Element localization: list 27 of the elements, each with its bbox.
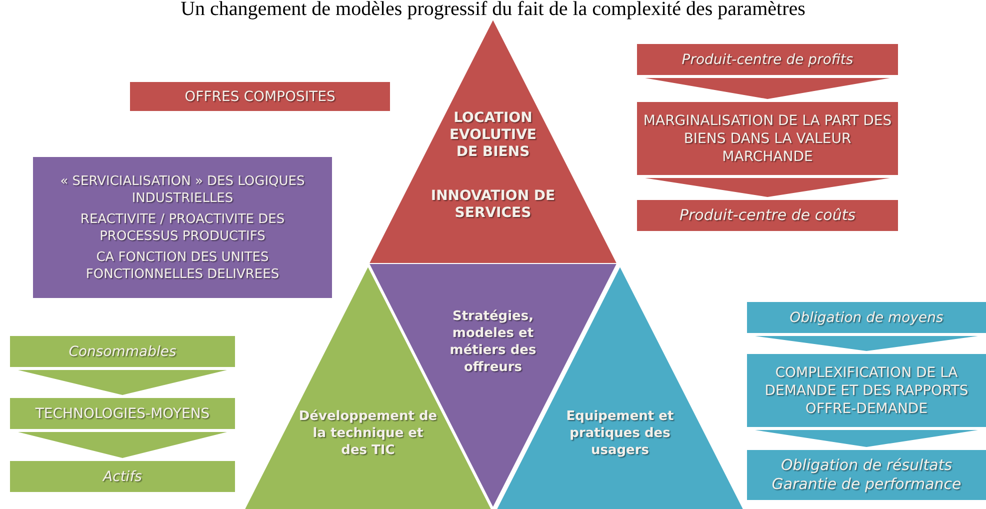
stage-box: TECHNOLOGIES-MOYENS [10,398,235,429]
diagram-title: Un changement de modèles progressif du fait de la complexité des paramètres [180,0,806,21]
stage-banner: Produit-centre de profits [637,44,898,75]
panel-text: CA FONCTION DES UNITES FONCTIONNELLES DELIVREES [84,248,280,282]
segment-label: Equipement et pratiques des usagers [565,408,675,459]
stage-box: MARGINALISATION DE LA PART DES BIENS DANS LA VALEUR MARCHANDE [637,102,898,175]
segment-label: LOCATION EVOLUTIVE DE BIENS [448,110,538,161]
panel-text: REACTIVITE / PROACTIVITE DES PROCESSUS PRODUCTIFS [79,210,286,244]
chevron-arrow [645,78,890,99]
stage-banner: Obligation de moyens [747,302,986,333]
chevron-arrow [755,430,978,447]
stage-box: COMPLEXIFICATION DE LA DEMANDE ET DES RAPPORTS OFFRE-DEMANDE [747,354,986,427]
segment-label: INNOVATION DE SERVICES [430,188,556,222]
segment-label: Développement de la technique et des TIC [298,408,438,459]
stage-banner: Produit-centre de coûts [637,200,898,231]
text-panel [33,157,332,298]
chevron-arrow [755,336,978,351]
stage-box: OFFRES COMPOSITES [130,82,390,111]
segment-label: Stratégies, modeles et métiers des offreurs [448,308,538,376]
banner-text: Garantie de performance [772,475,962,494]
chevron-arrow [645,178,890,197]
chevron-arrow [18,432,227,458]
chevron-arrow [18,370,227,395]
stage-banner: Actifs [10,461,235,492]
stage-banner: Consommables [10,336,235,367]
banner-text: Obligation de résultats [780,456,952,475]
panel-text: « SERVICIALISATION » DES LOGIQUES INDUSTRIELLES [59,172,306,206]
